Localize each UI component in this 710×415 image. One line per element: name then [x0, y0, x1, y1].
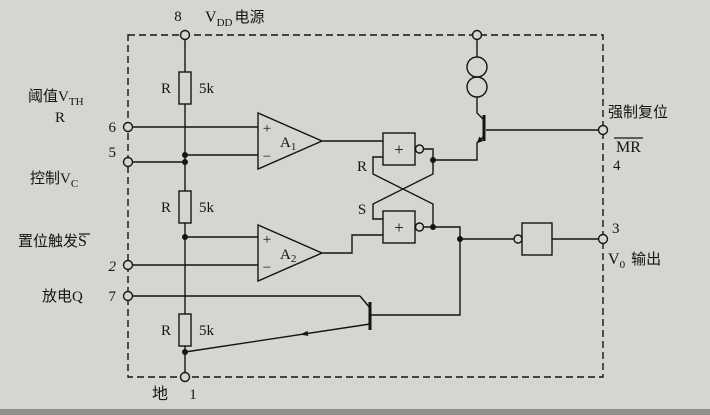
a2-minus-sign: − — [263, 260, 271, 276]
pin1-number-label: 1 — [189, 387, 197, 403]
forced-reset-label: 强制复位 — [608, 103, 668, 121]
pin5-number-label: 5 — [109, 145, 117, 161]
output-buffer-bubble — [513, 234, 523, 244]
pin-4-terminal — [597, 124, 609, 136]
pin8-number-label: 8 — [174, 9, 182, 25]
transistor-q2-emitter-arrow — [300, 330, 309, 336]
a1-plus-sign: + — [263, 121, 271, 137]
pin-3-terminal — [597, 233, 609, 245]
junction-dot — [430, 157, 436, 163]
ic-boundary — [127, 34, 604, 378]
junction-dot — [457, 236, 463, 242]
junction-dot — [182, 159, 188, 165]
mr-label: MR — [616, 139, 641, 156]
current-source-icon — [466, 56, 488, 98]
nor-gate-s-symbol: + — [394, 218, 404, 237]
resistor-r1-body — [178, 71, 192, 105]
junction-dot — [182, 234, 188, 240]
pin7-number-label: 7 — [109, 289, 117, 305]
resistor-r3-body — [178, 313, 192, 347]
nor-gate-s-body — [382, 210, 416, 244]
pin-5-terminal — [122, 156, 134, 168]
top-rail-terminal — [471, 29, 483, 41]
junction-dot — [182, 349, 188, 355]
control-label: 控制VC — [30, 170, 78, 190]
pin-1-terminal — [179, 371, 191, 383]
resistor-r1-label: R — [161, 81, 171, 97]
pin4-number-label: 4 — [613, 158, 621, 174]
resistor-r3-value: 5k — [199, 323, 215, 339]
wire-net — [132, 39, 599, 373]
resistor-r2-body — [178, 190, 192, 224]
comparator-a2-triangle — [257, 223, 324, 283]
pin-2-terminal — [122, 259, 134, 271]
nor-gate-r-bubble — [414, 144, 425, 154]
junction-dot — [430, 224, 436, 230]
current-source-circle-bottom — [466, 76, 488, 98]
ff-r-input-label: R — [357, 159, 367, 175]
comparator-a1-label: A1 — [280, 135, 296, 153]
discharge-label: 放电Q — [42, 288, 83, 305]
nor-gate-r-symbol: + — [394, 140, 404, 159]
resistor-r1-value: 5k — [199, 81, 215, 97]
a2-plus-sign: + — [263, 232, 271, 248]
transistor-q1-emitter-arrow — [476, 136, 483, 144]
pin-8-terminal — [179, 29, 191, 41]
a1-minus-sign: − — [263, 149, 271, 165]
ff-s-input-label: S — [358, 202, 366, 218]
threshold-label: 阈值VTH — [28, 88, 84, 108]
resistor-r3-label: R — [161, 323, 171, 339]
output-buffer-body — [521, 222, 553, 256]
ground-label: 地 — [152, 385, 168, 403]
pin6-number-label: 6 — [109, 120, 117, 136]
pin3-number-label: 3 — [612, 221, 620, 237]
comparator-a1-triangle — [257, 111, 324, 171]
set-trigger-label: 置位触发S — [18, 233, 87, 250]
threshold-r-label: R — [55, 110, 65, 126]
current-source-circle-top — [466, 56, 488, 78]
pin-7-terminal — [122, 290, 134, 302]
junction-dot — [182, 152, 188, 158]
pin2-number-label: 2 — [109, 259, 117, 275]
resistor-r2-value: 5k — [199, 200, 215, 216]
comparator-a2-label: A2 — [280, 247, 296, 265]
resistor-r2-label: R — [161, 200, 171, 216]
pin-6-terminal — [122, 121, 134, 133]
junction-dots — [182, 152, 463, 355]
nor-gate-s-bubble — [414, 222, 425, 232]
scan-shadow — [0, 409, 710, 415]
